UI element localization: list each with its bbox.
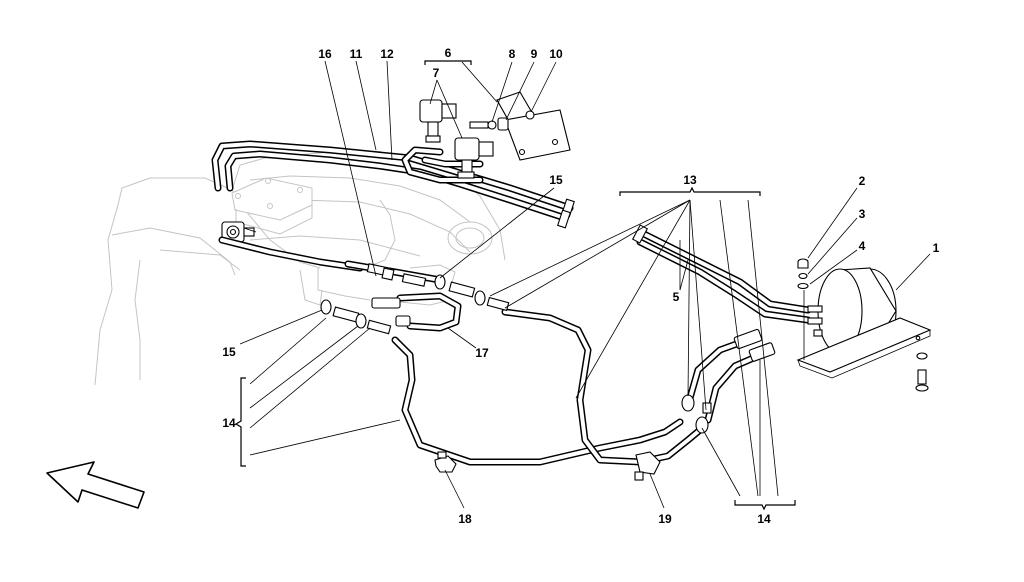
callout-15-top: 15 bbox=[549, 173, 563, 187]
callout-4: 4 bbox=[859, 239, 866, 253]
clip-19 bbox=[634, 451, 661, 481]
callout-11: 11 bbox=[350, 47, 363, 61]
callout-14-right: 14 bbox=[757, 512, 771, 526]
callout-1: 1 bbox=[933, 241, 940, 255]
actuator-component bbox=[221, 221, 257, 243]
callout-18: 18 bbox=[458, 512, 472, 526]
callout-14-left: 14 bbox=[222, 416, 236, 430]
brace-14-right bbox=[734, 500, 796, 511]
brake-booster bbox=[796, 258, 932, 392]
callout-12: 12 bbox=[380, 47, 394, 61]
brace-13 bbox=[619, 186, 761, 196]
callout-15-left: 15 bbox=[222, 345, 236, 359]
callout-19: 19 bbox=[658, 512, 672, 526]
callout-10: 10 bbox=[549, 47, 563, 61]
callout-9: 9 bbox=[531, 47, 538, 61]
engine-ghost-outline bbox=[94, 151, 506, 386]
callout-13: 13 bbox=[683, 173, 697, 187]
fittings bbox=[320, 263, 776, 434]
callout-6: 6 bbox=[445, 46, 452, 60]
brace-14-left bbox=[234, 377, 246, 467]
callout-7: 7 bbox=[433, 66, 440, 80]
clip-18 bbox=[434, 451, 457, 473]
callout-17: 17 bbox=[475, 346, 489, 360]
callout-5: 5 bbox=[673, 290, 680, 304]
callout-2: 2 bbox=[859, 174, 866, 188]
pipe-end-stubs bbox=[557, 198, 649, 244]
callout-8: 8 bbox=[509, 47, 516, 61]
callout-labels: 16 11 12 6 7 8 9 10 15 13 2 3 4 1 5 15 1… bbox=[222, 46, 939, 526]
leader-lines bbox=[239, 60, 931, 509]
direction-arrow-icon bbox=[46, 461, 145, 509]
callout-3: 3 bbox=[859, 207, 866, 221]
brace-6 bbox=[424, 60, 472, 65]
callout-16: 16 bbox=[318, 47, 332, 61]
